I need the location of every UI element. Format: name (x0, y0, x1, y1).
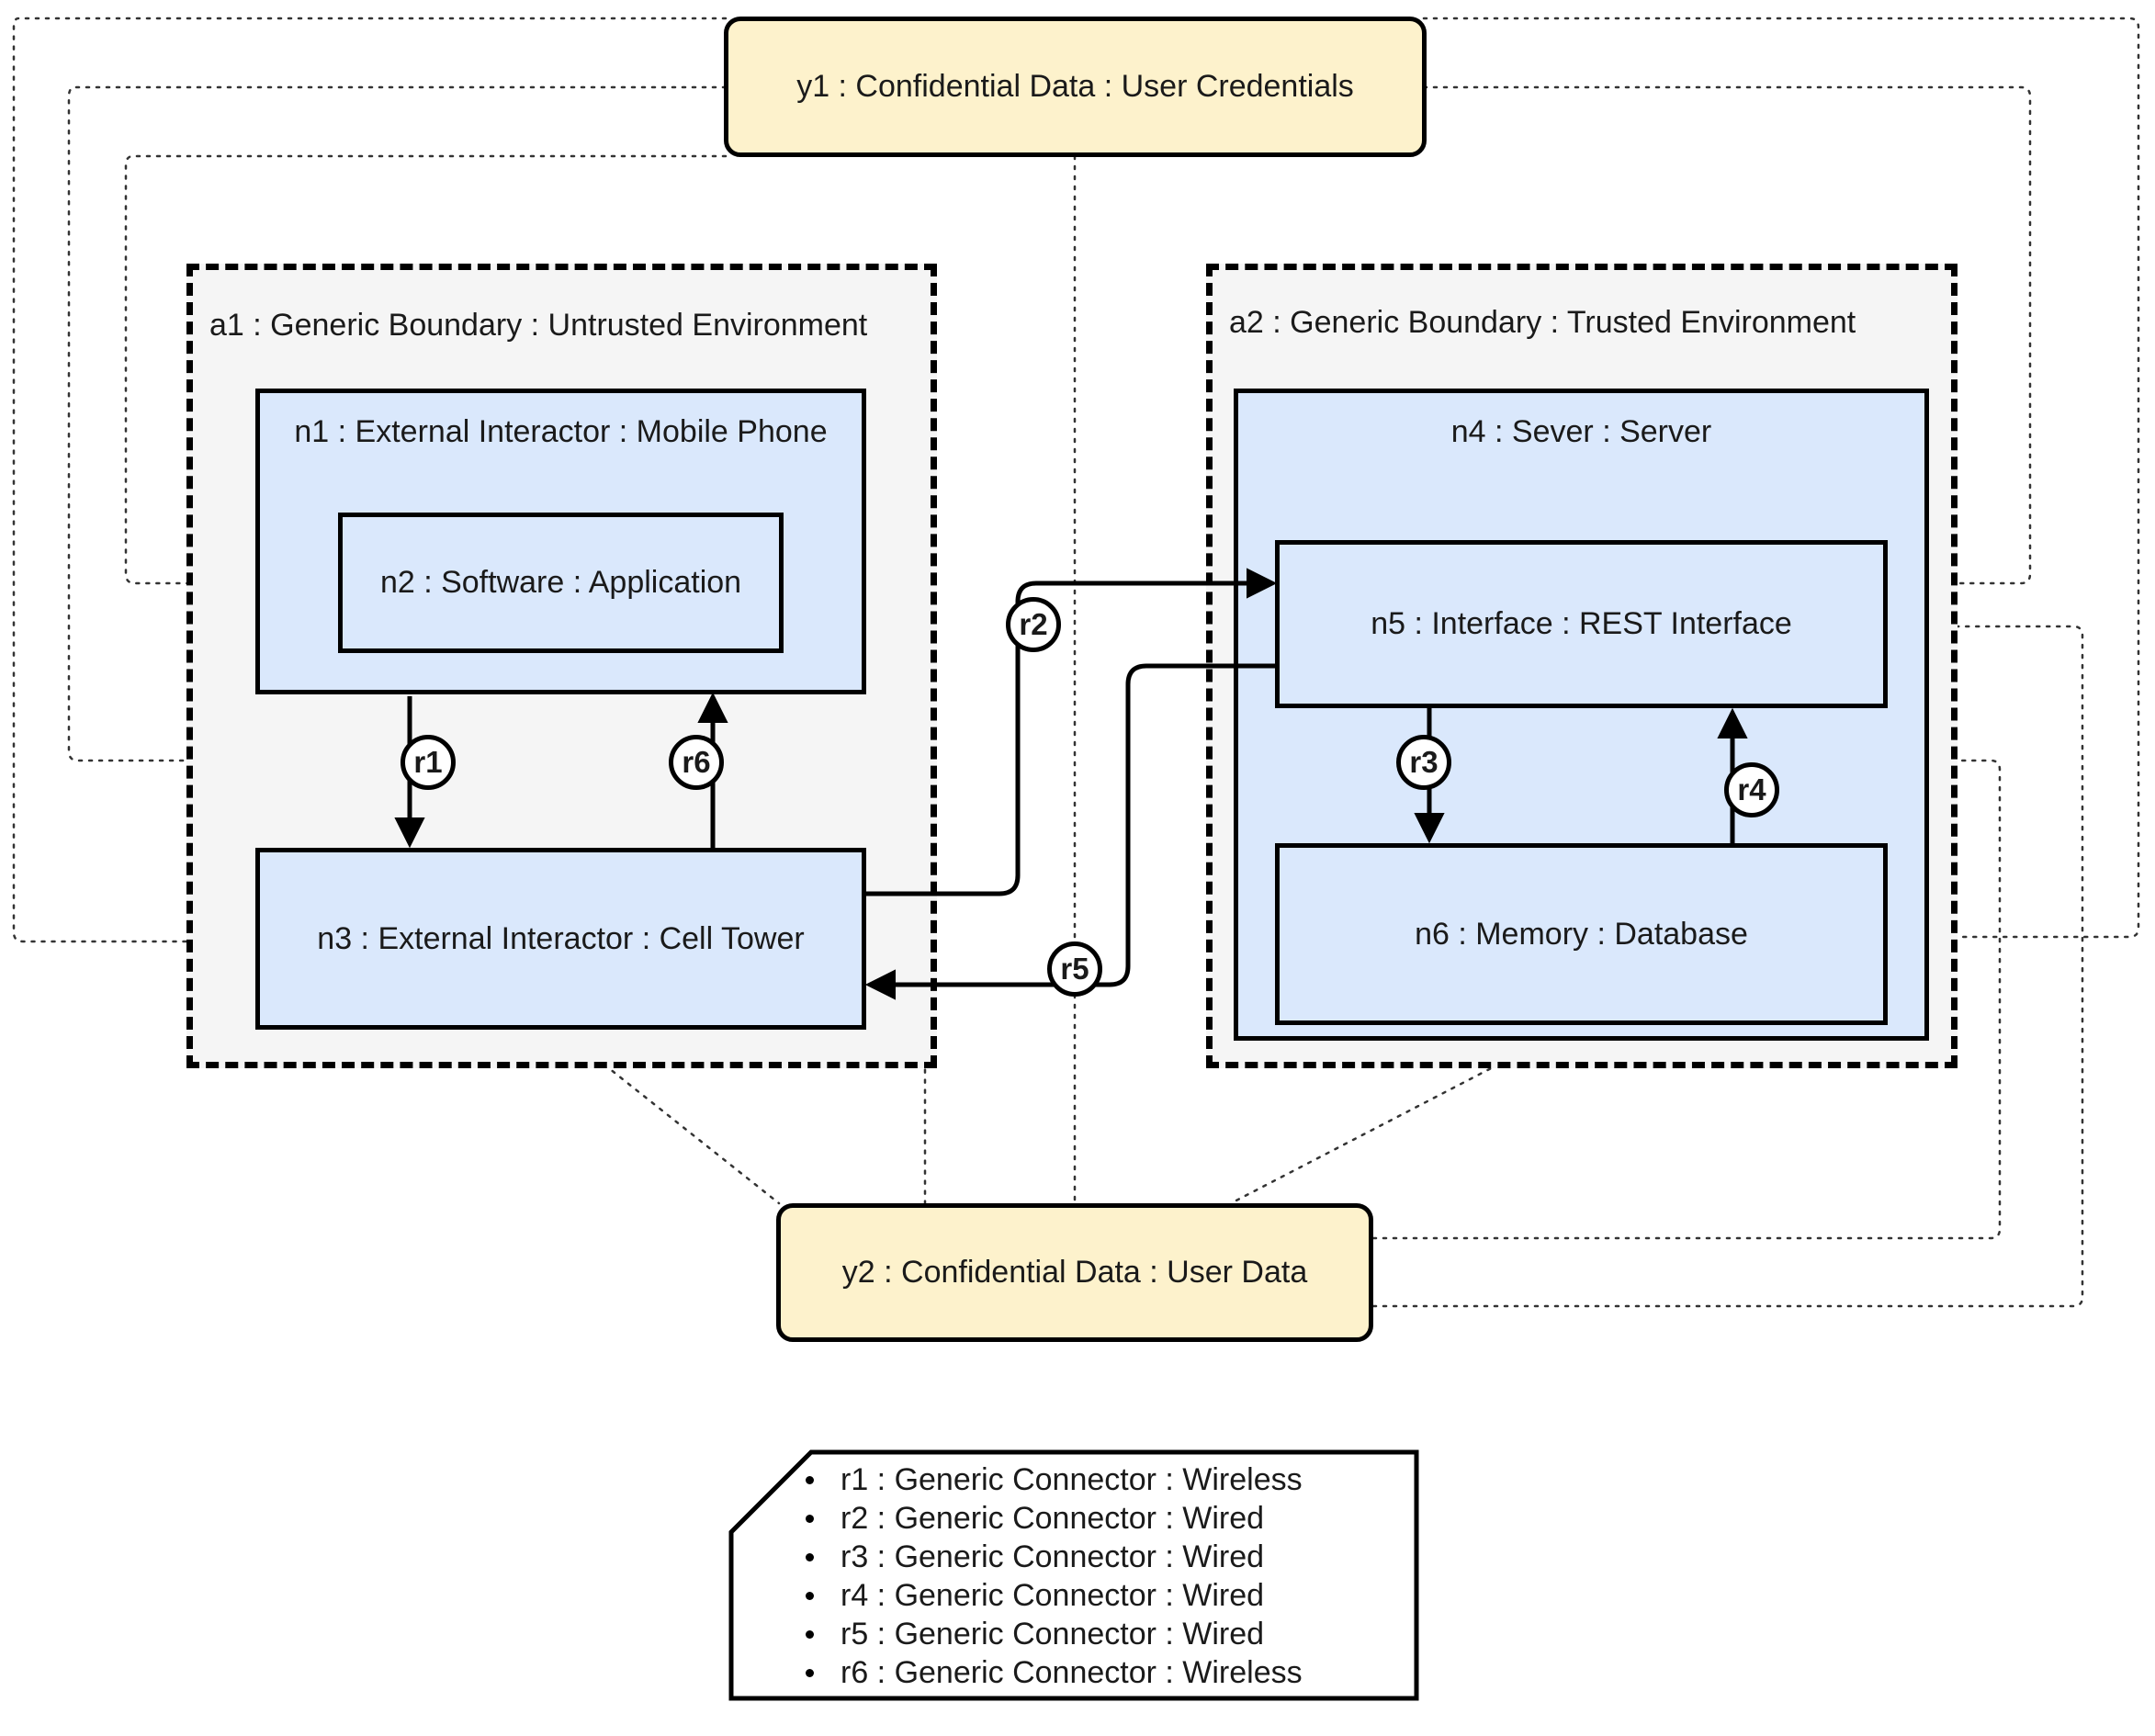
association-y2-n5 (1371, 625, 2084, 1308)
data-y1-label: y1 : Confidential Data : User Credential… (796, 69, 1354, 105)
association-y1-n2 (124, 154, 728, 585)
badge-r4[interactable]: r4 (1724, 762, 1779, 817)
badge-r4-label: r4 (1737, 772, 1766, 806)
data-y2-label: y2 : Confidential Data : User Data (841, 1255, 1308, 1291)
node-n2[interactable]: n2 : Software : Application (338, 513, 784, 653)
association-y1-n6 (1422, 17, 2140, 939)
node-n3-label: n3 : External Interactor : Cell Tower (317, 920, 805, 956)
legend-list: r1 : Generic Connector : Wireless r2 : G… (728, 1460, 1303, 1692)
legend-item-r1: r1 : Generic Connector : Wireless (806, 1462, 1303, 1497)
badge-r2[interactable]: r2 (1006, 597, 1061, 652)
legend-item-r6: r6 : Generic Connector : Wireless (806, 1655, 1303, 1690)
legend-note: r1 : Generic Connector : Wireless r2 : G… (728, 1449, 1419, 1701)
legend-note-shape (728, 1449, 1419, 1701)
boundary-a2-label: a2 : Generic Boundary : Trusted Environm… (1229, 305, 1856, 340)
badge-r6[interactable]: r6 (669, 735, 724, 790)
association-y1-n5 (1422, 85, 2032, 585)
node-n3[interactable]: n3 : External Interactor : Cell Tower (255, 848, 866, 1030)
badge-r1-label: r1 (413, 745, 443, 779)
data-y1[interactable]: y1 : Confidential Data : User Credential… (724, 17, 1427, 157)
node-n2-label: n2 : Software : Application (379, 565, 742, 601)
node-n6-label: n6 : Memory : Database (1415, 916, 1748, 952)
badge-r3-label: r3 (1409, 745, 1439, 779)
badge-r6-label: r6 (682, 745, 711, 779)
badge-r1[interactable]: r1 (401, 735, 456, 790)
association-y2-r4 (1371, 759, 2002, 1240)
legend-item-r3: r3 : Generic Connector : Wired (806, 1538, 1303, 1576)
node-n5-label: n5 : Interface : REST Interface (1371, 606, 1792, 642)
badge-r3[interactable]: r3 (1396, 735, 1451, 790)
association-y1-r1 (67, 85, 728, 762)
legend-item-r4: r4 : Generic Connector : Wired (806, 1576, 1303, 1615)
badge-r2-label: r2 (1019, 607, 1048, 641)
boundary-a1-label: a1 : Generic Boundary : Untrusted Enviro… (209, 308, 868, 343)
badge-r5-label: r5 (1060, 952, 1089, 986)
association-y1-n3 (12, 17, 728, 943)
node-n1-label: n1 : External Interactor : Mobile Phone (294, 414, 828, 449)
legend-item-r5: r5 : Generic Connector : Wired (806, 1615, 1303, 1653)
node-n6[interactable]: n6 : Memory : Database (1275, 843, 1888, 1025)
data-y2[interactable]: y2 : Confidential Data : User Data (776, 1203, 1373, 1342)
legend-item-r2: r2 : Generic Connector : Wired (806, 1499, 1303, 1538)
node-n4-label: n4 : Sever : Server (1450, 414, 1712, 449)
badge-r5[interactable]: r5 (1047, 941, 1102, 997)
node-n5[interactable]: n5 : Interface : REST Interface (1275, 540, 1888, 708)
